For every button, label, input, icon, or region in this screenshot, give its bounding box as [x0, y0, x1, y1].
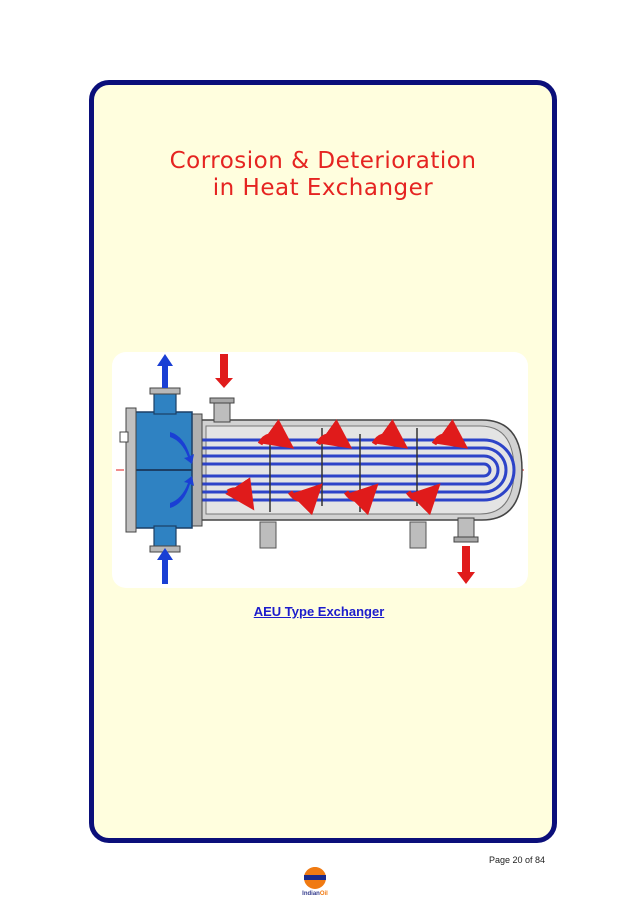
shell-side-flow-arrows	[215, 354, 475, 584]
logo-text-oil: Oil	[319, 891, 328, 897]
channel-cover	[125, 407, 137, 533]
arrow-up-inlet-icon	[157, 548, 173, 584]
inlet-nozzle-channel	[153, 525, 177, 549]
title-line-1: Corrosion & Deterioration	[169, 148, 477, 174]
shell-inlet-flange	[209, 397, 235, 404]
aeu-exchanger-illustration	[116, 354, 524, 584]
shell-inlet-nozzle	[213, 401, 231, 423]
outlet-flange	[149, 387, 181, 395]
u-tube-bundle	[200, 438, 516, 502]
indianoil-logo-icon	[304, 867, 326, 889]
arrow-up-outlet-icon	[157, 354, 173, 388]
tube-side-flow-arrows	[157, 354, 194, 584]
arrow-down-shell-inlet-icon	[215, 354, 233, 388]
baffle-flow-arrows	[225, 419, 469, 516]
saddle-support-left	[259, 521, 277, 549]
outlet-nozzle-channel	[153, 391, 177, 415]
shell-outlet-nozzle	[457, 517, 475, 539]
page-number: Page 20 of 84	[489, 855, 546, 865]
arrow-down-shell-outlet-icon	[457, 546, 475, 584]
channel-flow-bottom-icon	[170, 476, 194, 508]
logo-text-indian: Indian	[302, 891, 320, 897]
title-line-2: in Heat Exchanger	[212, 175, 434, 201]
shell-outlet-flange	[453, 536, 479, 543]
heat-exchanger-diagram	[112, 352, 528, 588]
tubesheet	[191, 413, 203, 527]
saddle-support-right	[409, 521, 427, 549]
logo-wordmark: IndianOil	[293, 891, 337, 897]
figure-caption: AEU Type Exchanger	[253, 604, 385, 619]
lifting-lug	[119, 431, 129, 443]
page-title: Corrosion & Deterioration in Heat Exchan…	[94, 148, 552, 202]
channel-flow-top-icon	[170, 432, 194, 464]
